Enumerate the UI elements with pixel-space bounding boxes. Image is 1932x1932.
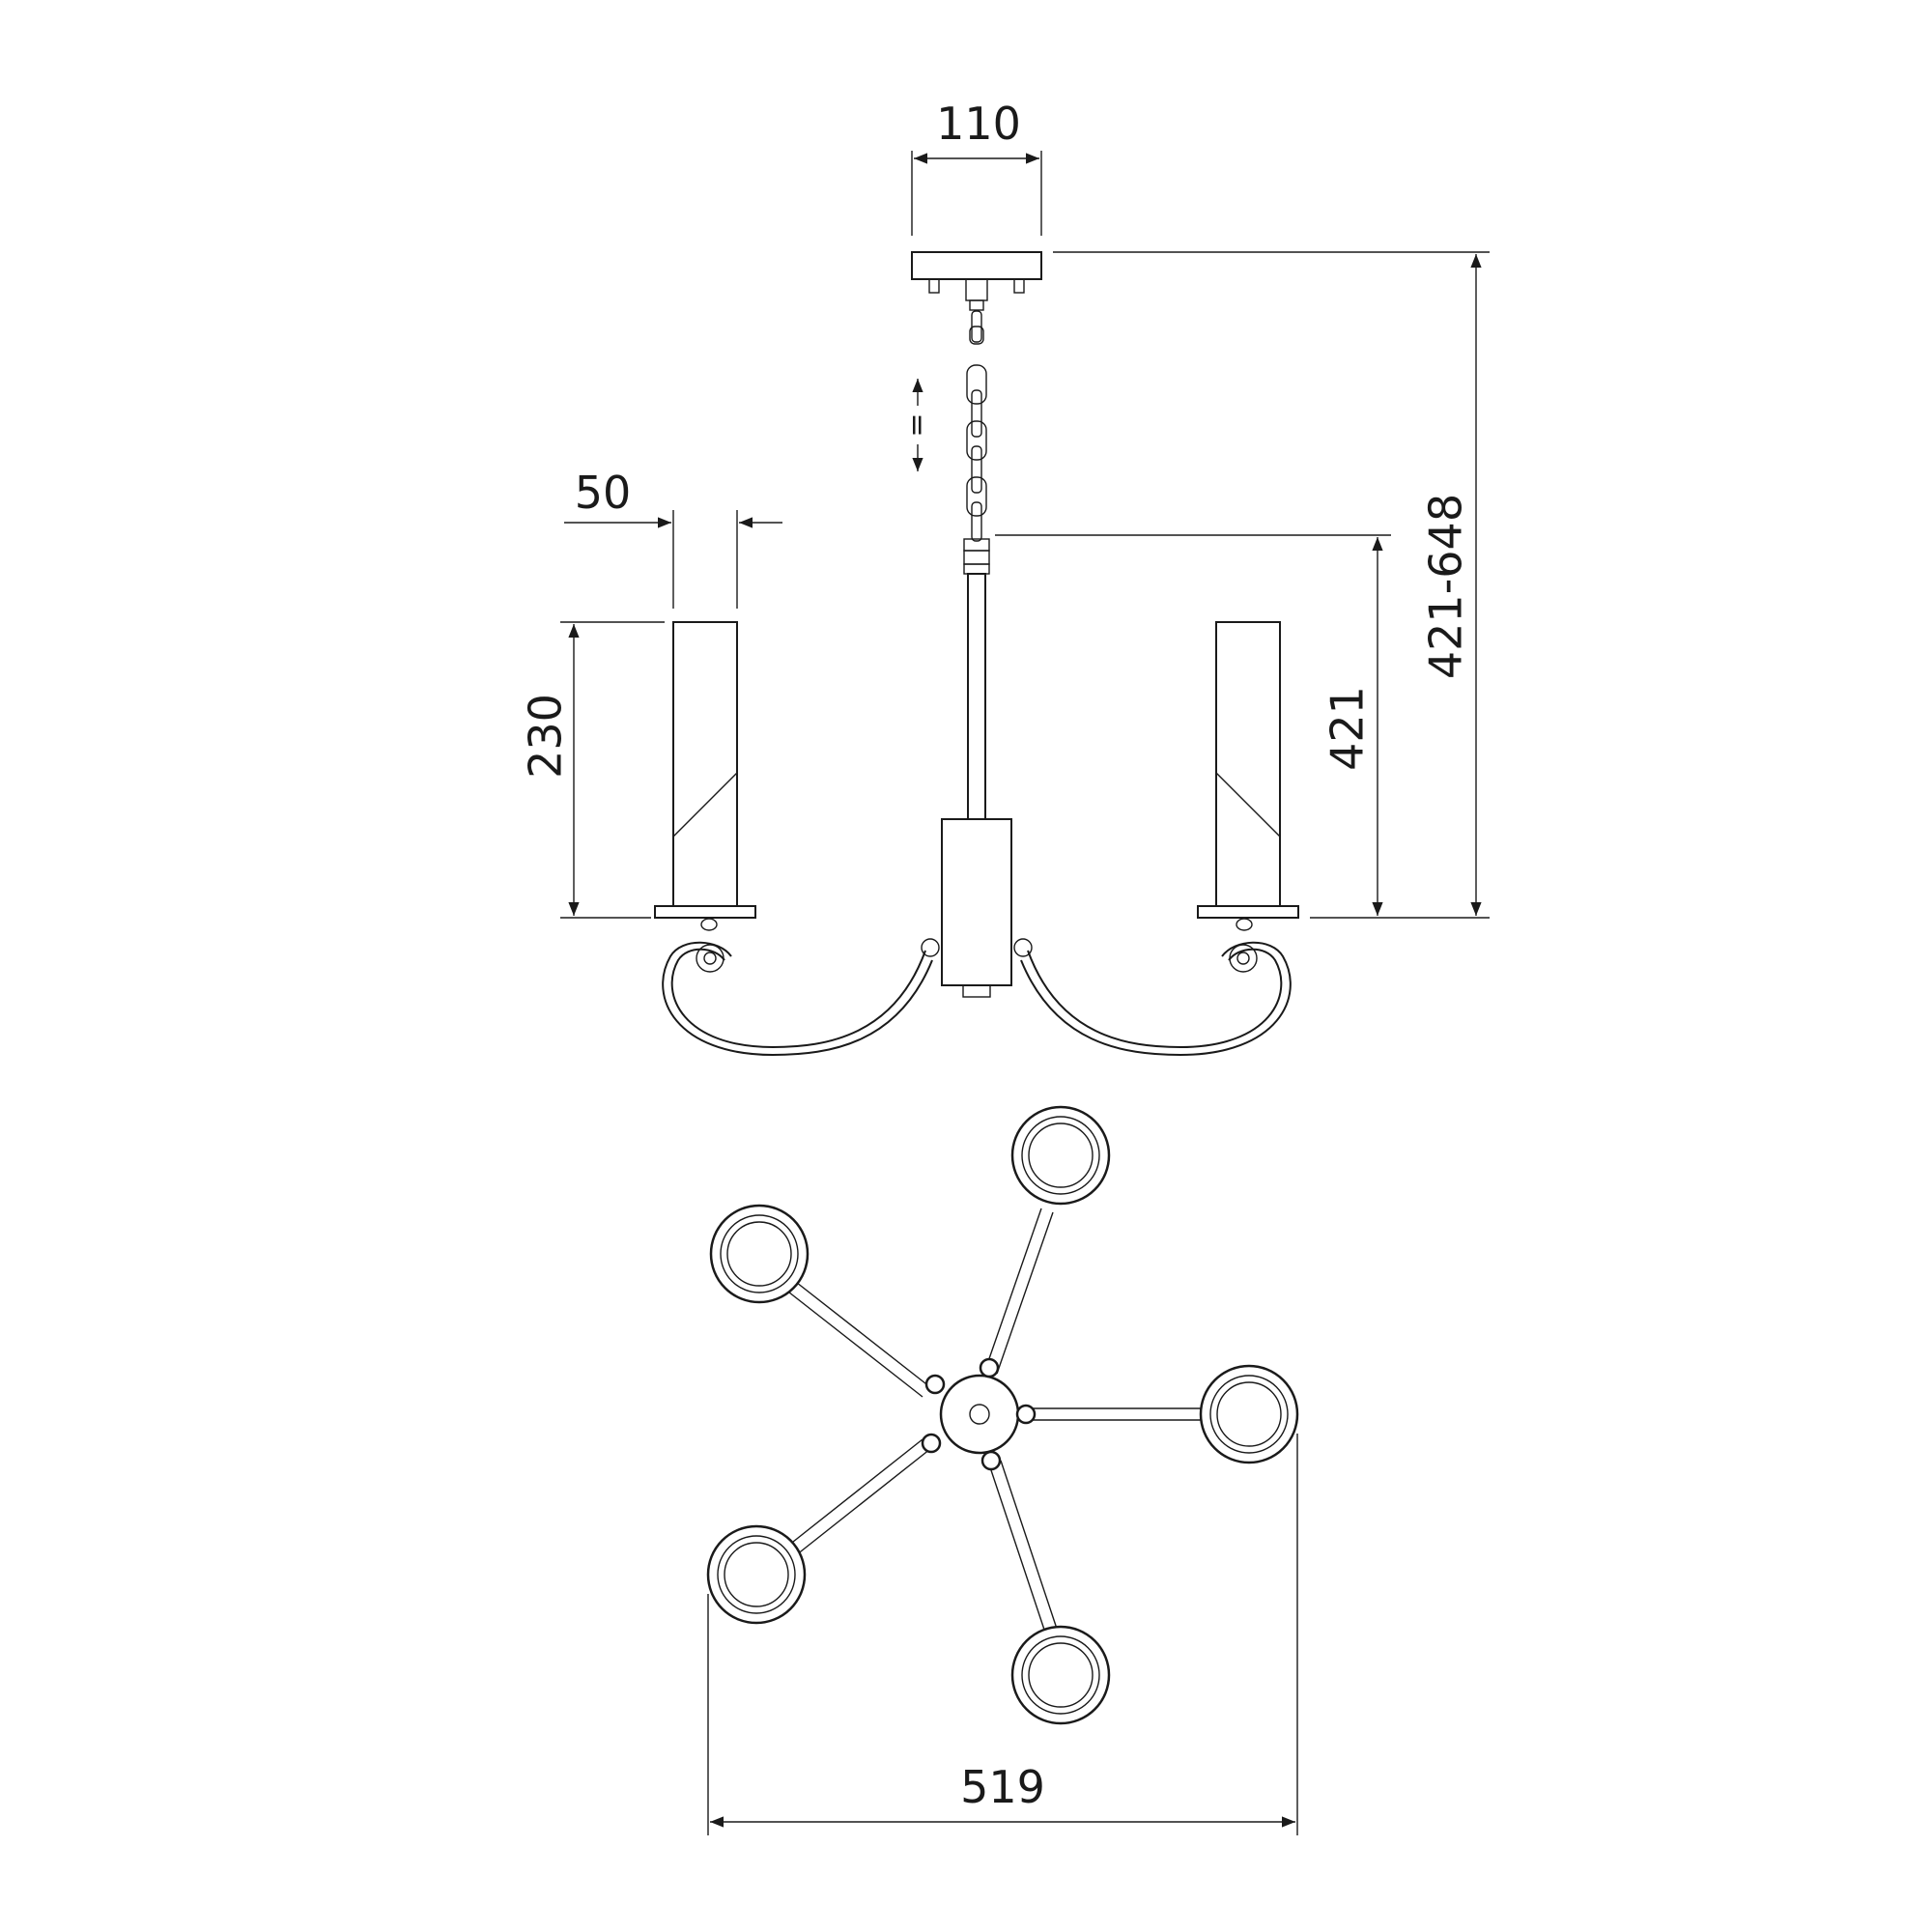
top-view-shade-2 — [1010, 1105, 1111, 1206]
central-stem — [941, 538, 1012, 998]
top-view-shade-1 — [709, 1204, 810, 1304]
right-shade — [1197, 621, 1299, 919]
side-view: = — [520, 98, 1490, 1057]
top-view-hub — [921, 1357, 1037, 1471]
ceiling-canopy — [911, 251, 1042, 311]
top-view-arms — [783, 1208, 1209, 1634]
dimension-body-height: 421 — [995, 534, 1391, 919]
top-view: 519 — [706, 1105, 1299, 1835]
dimension-span-width: 519 — [707, 1434, 1298, 1835]
dimension-label-230: 230 — [520, 694, 572, 779]
chain-adjust-indicator: = — [900, 379, 934, 471]
dimension-shade-height: 230 — [520, 621, 665, 919]
dimension-label-421: 421 — [1321, 686, 1374, 771]
arms — [662, 918, 1292, 1057]
chain-adjust-symbol: = — [900, 412, 934, 437]
top-view-shade-5 — [1010, 1625, 1111, 1725]
top-view-shade-4 — [706, 1524, 807, 1625]
dimension-canopy-width: 110 — [911, 98, 1042, 236]
dimension-label-110: 110 — [936, 98, 1021, 150]
dimension-label-50: 50 — [575, 467, 632, 519]
top-view-shade-3 — [1199, 1364, 1299, 1464]
dimension-label-421-648: 421-648 — [1420, 494, 1472, 679]
dimension-shade-diameter: 50 — [564, 467, 782, 609]
dimension-total-height: 421-648 — [1053, 251, 1490, 919]
left-shade — [654, 621, 756, 919]
suspension-chain — [966, 310, 987, 542]
dimension-label-519: 519 — [960, 1761, 1045, 1813]
